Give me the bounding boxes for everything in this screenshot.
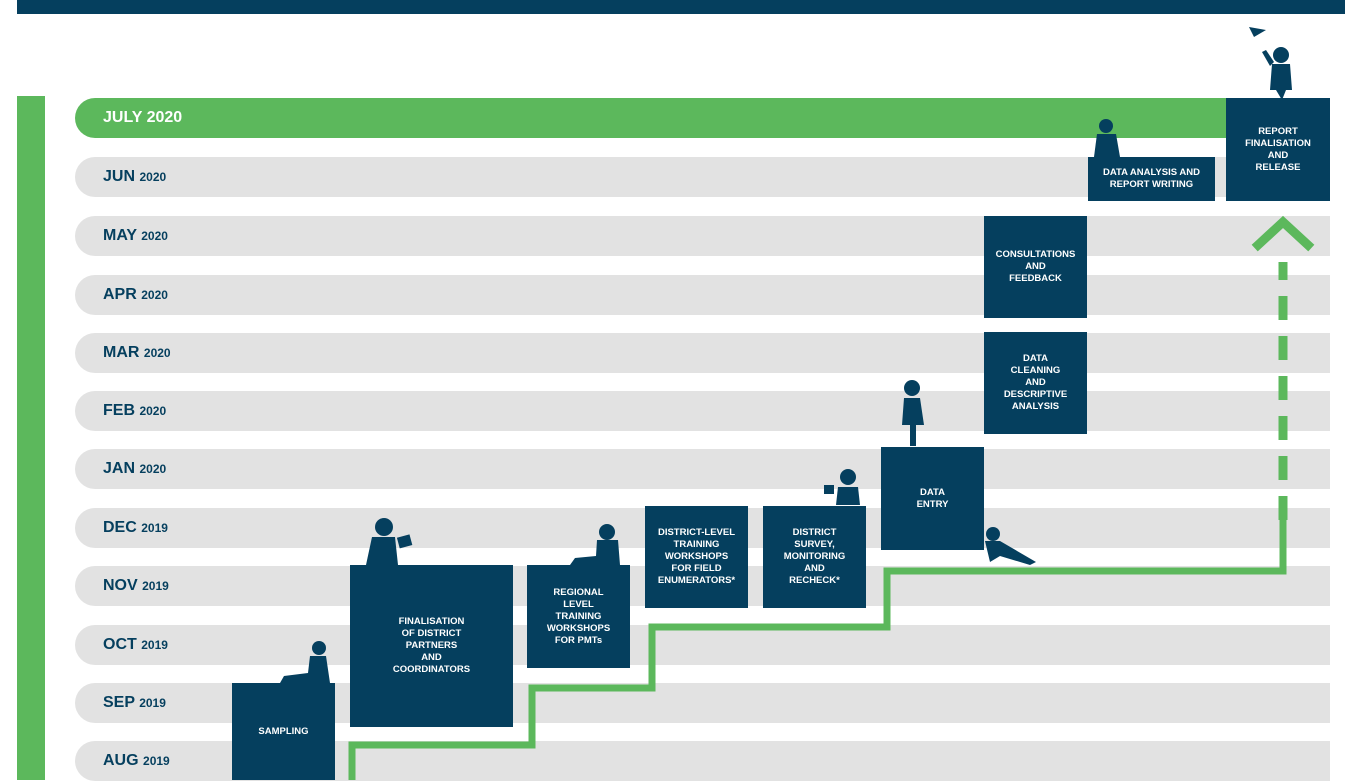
month-label: DEC 2019: [103, 519, 168, 536]
child-silhouette-icon: [1262, 47, 1292, 100]
month-row-may-2020: MAY 2020: [75, 216, 1330, 256]
child-silhouette-icon: [824, 469, 860, 505]
up-arrow-icon: [1251, 215, 1315, 252]
month-label: OCT 2019: [103, 636, 168, 653]
month-label: NOV 2019: [103, 577, 169, 594]
timeline-accent-bar: [17, 96, 45, 780]
title-bar: [17, 0, 1345, 14]
child-silhouette-icon: [570, 524, 620, 565]
month-row-mar-2020: MAR 2020: [75, 333, 1330, 373]
step-report-release: REPORT FINALISATION AND RELEASE: [1226, 98, 1330, 201]
child-silhouette-icon: [902, 380, 924, 446]
step-district-training: DISTRICT-LEVEL TRAINING WORKSHOPS FOR FI…: [645, 506, 748, 608]
step-sampling: SAMPLING: [232, 683, 335, 780]
month-label: JUN 2020: [103, 168, 167, 185]
month-label: FEB 2020: [103, 402, 167, 419]
month-row-feb-2020: FEB 2020: [75, 391, 1330, 431]
step-data-analysis: DATA ANALYSIS AND REPORT WRITING: [1088, 157, 1215, 201]
staircase-path: [348, 520, 1287, 780]
step-consultations: CONSULTATIONS AND FEEDBACK: [984, 216, 1087, 318]
month-label: SEP 2019: [103, 694, 166, 711]
step-data-cleaning: DATA CLEANING AND DESCRIPTIVE ANALYSIS: [984, 332, 1087, 434]
month-label: AUG 2019: [103, 752, 170, 769]
month-row-jul-2020: JULY 2020: [75, 98, 1330, 138]
step-finalisation-district-partners: FINALISATION OF DISTRICT PARTNERS AND CO…: [350, 565, 513, 727]
month-row-oct-2019: OCT 2019: [75, 625, 1330, 665]
child-silhouette-icon: [280, 641, 330, 683]
paper-plane-icon: [1249, 27, 1266, 37]
child-silhouette-icon: [366, 518, 413, 565]
step-district-survey: DISTRICT SURVEY, MONITORING AND RECHECK*: [763, 506, 866, 608]
step-data-entry: DATA ENTRY: [881, 447, 984, 550]
month-label: JULY 2020: [103, 109, 183, 126]
child-silhouette-icon: [1094, 119, 1120, 157]
step-regional-training: REGIONAL LEVEL TRAINING WORKSHOPS FOR PM…: [527, 565, 630, 668]
month-label: JAN 2020: [103, 460, 167, 477]
month-row-apr-2020: APR 2020: [75, 275, 1330, 315]
month-label: MAR 2020: [103, 344, 171, 361]
month-row-jan-2020: JAN 2020: [75, 449, 1330, 489]
month-label: MAY 2020: [103, 227, 168, 244]
child-silhouette-icon: [985, 527, 1036, 565]
month-label: APR 2020: [103, 286, 168, 303]
